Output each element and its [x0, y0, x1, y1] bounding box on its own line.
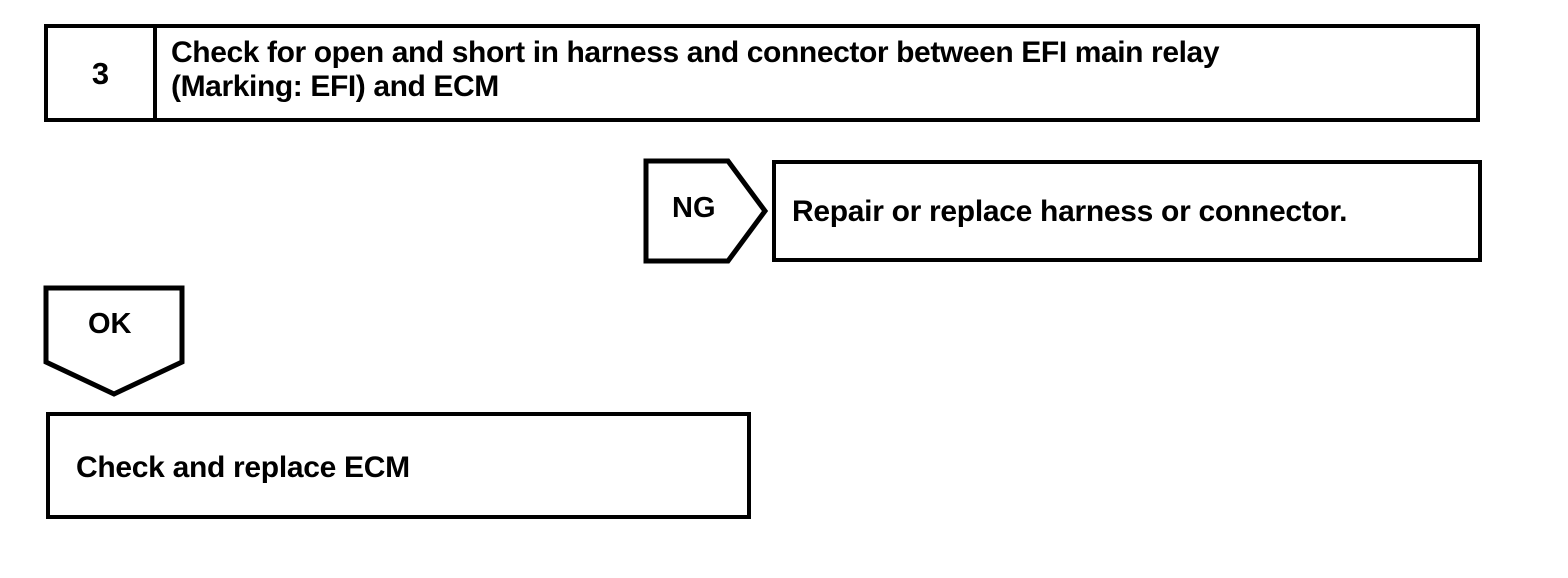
ok-branch-label: OK	[88, 308, 132, 340]
step-instruction-line-2: (Marking: EFI) and ECM	[171, 70, 499, 103]
step-number-cell: 3	[48, 28, 157, 118]
step-instruction-cell: Check for open and short in harness and …	[157, 28, 1476, 118]
ok-result-text: Check and replace ECM	[76, 451, 410, 484]
ok-result-box: Check and replace ECM	[46, 412, 751, 519]
ng-result-text: Repair or replace harness or connector.	[792, 195, 1348, 228]
ng-result-box: Repair or replace harness or connector.	[772, 160, 1482, 262]
ok-branch-arrow	[41, 283, 187, 398]
step-number: 3	[91, 55, 110, 91]
step-row: 3 Check for open and short in harness an…	[44, 24, 1480, 122]
step-instruction-line-1: Check for open and short in harness and …	[171, 36, 1220, 69]
ng-branch-label: NG	[672, 192, 716, 224]
ng-branch-arrow	[641, 156, 769, 266]
